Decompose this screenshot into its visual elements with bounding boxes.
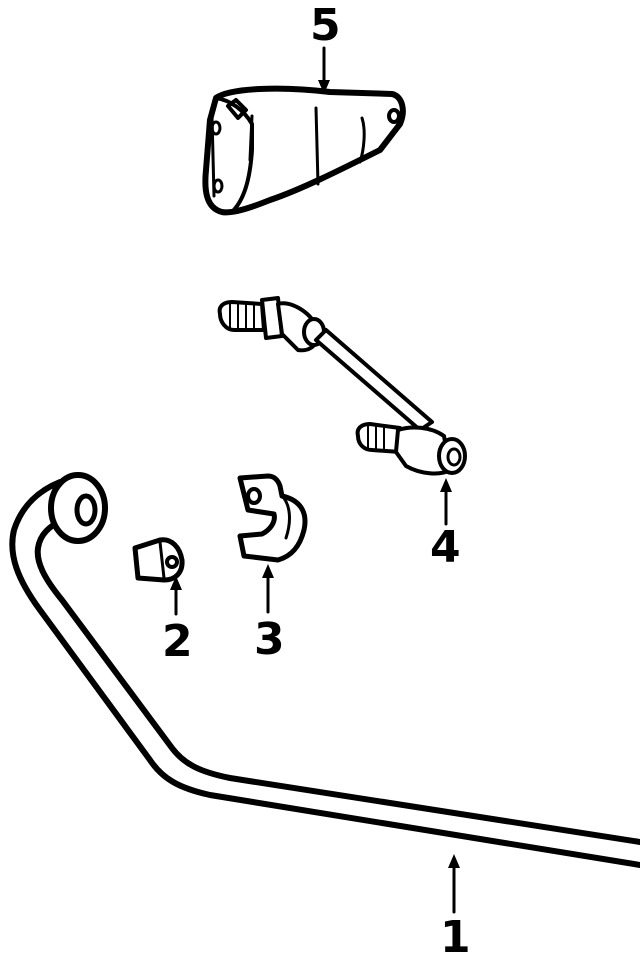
stabilizer-bar[interactable] xyxy=(9,472,640,868)
leader-lines xyxy=(170,46,460,914)
callout-1: 1 xyxy=(440,912,471,963)
callout-4: 4 xyxy=(430,522,461,573)
callout-3: 3 xyxy=(254,614,285,665)
bushing[interactable] xyxy=(132,537,185,583)
bracket-clamp[interactable] xyxy=(237,473,308,563)
mounting-bracket[interactable] xyxy=(202,85,406,216)
stabilizer-link[interactable] xyxy=(217,296,467,476)
callout-2: 2 xyxy=(162,616,193,667)
callout-5: 5 xyxy=(310,0,341,51)
